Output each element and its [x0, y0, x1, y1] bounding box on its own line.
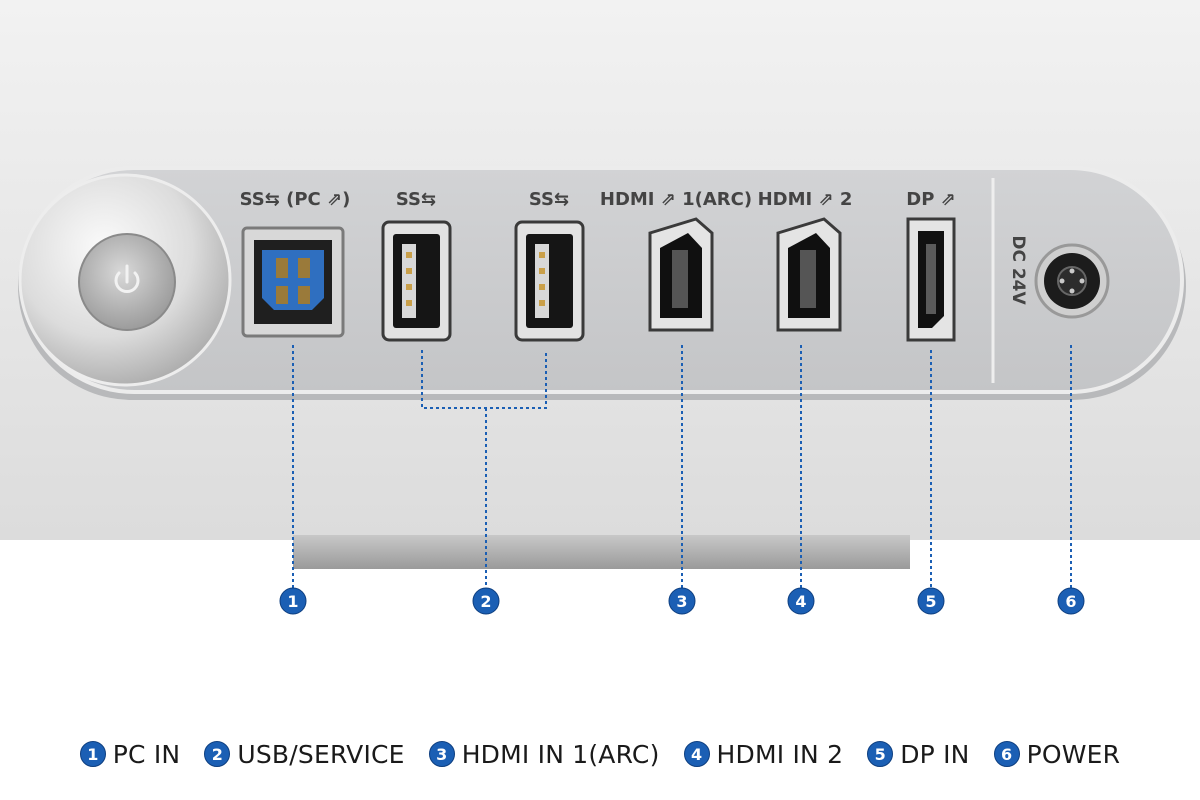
callout-2: 2: [472, 587, 500, 615]
legend-item-pc-in: 1 PC IN: [79, 739, 181, 769]
usb-a-port-1[interactable]: [381, 220, 452, 342]
port-legend: 1 PC IN 2 USB/SERVICE 3 HDMI IN 1(ARC) 4…: [0, 730, 1200, 778]
legend-badge: 3: [428, 741, 455, 767]
legend-label: HDMI IN 2: [716, 739, 844, 769]
callout-1-number: 1: [287, 592, 298, 611]
label-hdmi2: HDMI ⇗ 2: [758, 189, 853, 210]
callout-leaders: [292, 345, 1072, 588]
legend-label: USB/SERVICE: [237, 739, 405, 769]
displayport[interactable]: [906, 217, 956, 342]
label-hdmi1: HDMI ⇗ 1(ARC): [600, 189, 752, 210]
callout-3: 3: [668, 587, 696, 615]
callout-6: 6: [1057, 587, 1085, 615]
usb-b-port[interactable]: [241, 226, 345, 338]
legend-item-hdmi-in-1: 3 HDMI IN 1(ARC): [428, 739, 660, 769]
power-icon: [114, 264, 140, 293]
label-usb-a2: SS⇆: [529, 189, 569, 210]
legend-badge: 6: [993, 741, 1020, 767]
label-usb-b: SS⇆ (PC ⇗): [240, 189, 351, 210]
legend-item-usb-service: 2 USB/SERVICE: [204, 740, 404, 769]
hdmi-port-1[interactable]: [648, 217, 714, 332]
legend-label: HDMI IN 1(ARC): [461, 739, 660, 769]
callout-2-number: 2: [480, 592, 491, 611]
callout-5: 5: [917, 587, 945, 615]
label-dp: DP ⇗: [906, 189, 955, 210]
stand-neck: [293, 535, 910, 569]
legend-item-dp-in: 5 DP IN: [867, 740, 969, 769]
legend-badge: 5: [867, 741, 894, 767]
callout-4: 4: [787, 587, 815, 615]
callout-1: 1: [279, 587, 307, 615]
legend-label: POWER: [1026, 739, 1121, 769]
legend-label: DP IN: [900, 739, 970, 769]
legend-item-power: 6 POWER: [993, 739, 1121, 769]
callout-6-number: 6: [1065, 592, 1076, 611]
legend-item-hdmi-in-2: 4 HDMI IN 2: [683, 739, 844, 769]
hdmi-port-2[interactable]: [776, 217, 842, 332]
dc-power-jack[interactable]: [1034, 243, 1110, 319]
legend-label: PC IN: [112, 739, 181, 769]
label-dc: DC 24V: [1008, 235, 1028, 305]
legend-badge: 1: [79, 741, 106, 767]
callout-4-number: 4: [795, 592, 806, 611]
legend-badge: 4: [683, 741, 710, 767]
callout-3-number: 3: [676, 592, 687, 611]
callout-5-number: 5: [925, 592, 936, 611]
usb-a-port-2[interactable]: [514, 220, 585, 342]
label-usb-a1: SS⇆: [396, 189, 436, 210]
legend-badge: 2: [204, 741, 231, 767]
